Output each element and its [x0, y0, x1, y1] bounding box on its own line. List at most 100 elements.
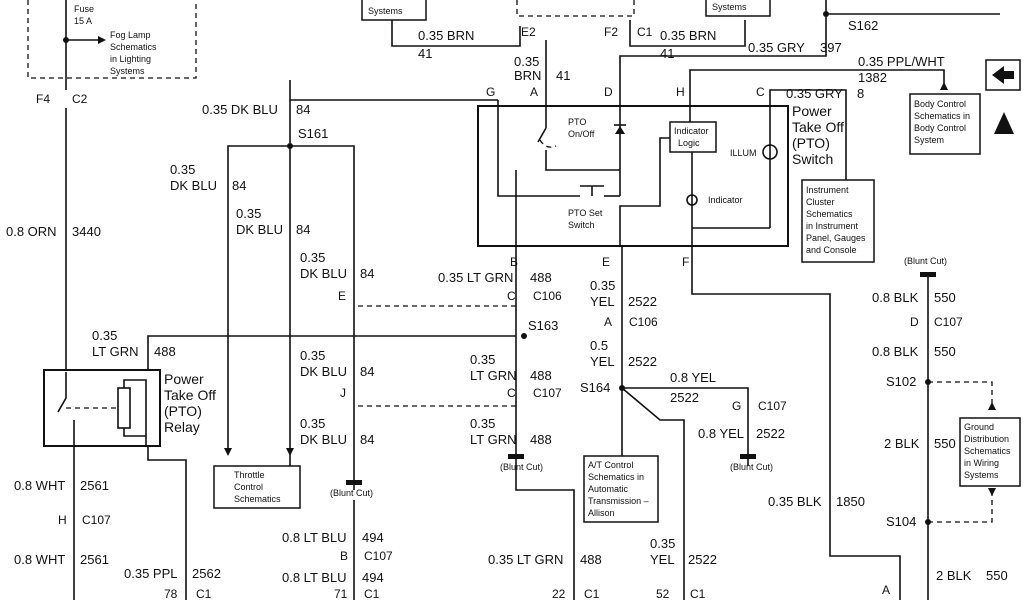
svg-text:Instrument: Instrument	[806, 185, 849, 195]
pto-switch: Power Take Off (PTO) Switch G A D H C PT…	[477, 85, 844, 269]
svg-text:488: 488	[154, 344, 176, 359]
fog-ref-3: in Lighting	[110, 54, 151, 64]
systems-ref: Systems	[712, 2, 747, 12]
blk-network: 0.35 BLK 1850 A (Blunt Cut) 0.8 BLK 550 …	[691, 246, 1008, 600]
ipc-ref-box: Instrument Cluster Schematics in Instrum…	[801, 179, 875, 263]
svg-text:Automatic: Automatic	[588, 484, 629, 494]
svg-text:Power: Power	[792, 103, 832, 119]
svg-text:2562: 2562	[192, 566, 221, 581]
svg-text:84: 84	[232, 178, 246, 193]
svg-text:A: A	[882, 583, 890, 597]
svg-text:0.35: 0.35	[300, 348, 325, 363]
svg-text:C: C	[507, 289, 516, 303]
arrow-left-icon-shape	[992, 66, 1014, 84]
wire-brn-2: 0.35 BRN	[660, 28, 716, 43]
svg-text:(Blunt Cut): (Blunt Cut)	[500, 462, 543, 472]
svg-text:C: C	[756, 85, 765, 99]
svg-text:DK BLU: DK BLU	[300, 364, 347, 379]
splice-s162: S162	[848, 18, 878, 33]
svg-text:J: J	[340, 386, 346, 400]
svg-text:Indicator: Indicator	[708, 195, 743, 205]
svg-text:(PTO): (PTO)	[792, 135, 830, 151]
fuse-block: Fuse 15 A Fog Lamp Schematics in Lightin…	[6, 0, 197, 372]
svg-text:(Blunt Cut): (Blunt Cut)	[730, 462, 773, 472]
svg-text:Schematics in: Schematics in	[914, 111, 970, 121]
svg-text:C107: C107	[758, 399, 787, 413]
svg-text:PTO Set: PTO Set	[568, 208, 603, 218]
svg-text:(PTO): (PTO)	[164, 403, 202, 419]
svg-text:S164: S164	[580, 380, 610, 395]
at-ref-box: A/T Control Schematics in Automatic Tran…	[583, 455, 659, 523]
svg-text:0.8 BLK: 0.8 BLK	[872, 290, 919, 305]
svg-text:C106: C106	[629, 315, 658, 329]
svg-text:2522: 2522	[756, 426, 785, 441]
wire-orn: 0.8 ORN	[6, 224, 57, 239]
svg-text:DK BLU: DK BLU	[236, 222, 283, 237]
svg-text:2522: 2522	[670, 390, 699, 405]
conn-c1-top: C1	[637, 25, 653, 39]
svg-text:Schematics: Schematics	[964, 446, 1011, 456]
svg-text:B: B	[510, 255, 518, 269]
ground-symbol-icon	[994, 112, 1014, 134]
svg-text:C1: C1	[584, 587, 600, 600]
svg-text:0.8 YEL: 0.8 YEL	[698, 426, 744, 441]
conn-c2: C2	[72, 92, 88, 106]
circuit-41-b: 41	[660, 46, 674, 61]
svg-text:550: 550	[934, 344, 956, 359]
svg-text:488: 488	[530, 270, 552, 285]
svg-text:2522: 2522	[628, 294, 657, 309]
svg-text:2522: 2522	[688, 552, 717, 567]
svg-text:488: 488	[580, 552, 602, 567]
svg-text:C107: C107	[364, 549, 393, 563]
svg-text:0.8 WHT: 0.8 WHT	[14, 552, 65, 567]
wire-brn-1: 0.35 BRN	[418, 28, 474, 43]
svg-text:in Wiring: in Wiring	[964, 458, 999, 468]
svg-text:0.35: 0.35	[236, 206, 261, 221]
svg-text:G: G	[732, 399, 741, 413]
conn-f4: F4	[36, 92, 50, 106]
svg-text:0.35: 0.35	[590, 278, 615, 293]
svg-text:Systems: Systems	[964, 470, 999, 480]
svg-text:494: 494	[362, 530, 384, 545]
svg-text:550: 550	[934, 436, 956, 451]
svg-text:Distribution: Distribution	[964, 434, 1009, 444]
svg-text:84: 84	[360, 432, 374, 447]
svg-text:H: H	[676, 85, 685, 99]
svg-text:YEL: YEL	[650, 552, 675, 567]
svg-text:Schematics: Schematics	[806, 209, 853, 219]
svg-text:G: G	[486, 85, 495, 99]
svg-text:0.8 BLK: 0.8 BLK	[872, 344, 919, 359]
svg-text:Relay: Relay	[164, 419, 200, 435]
circuit-3440: 3440	[72, 224, 101, 239]
svg-text:71: 71	[334, 587, 348, 600]
svg-text:Control: Control	[234, 482, 263, 492]
svg-text:488: 488	[530, 368, 552, 383]
svg-text:84: 84	[296, 102, 310, 117]
svg-text:in Instrument: in Instrument	[806, 221, 859, 231]
svg-text:LT GRN: LT GRN	[470, 368, 516, 383]
svg-text:0.8 LT BLU: 0.8 LT BLU	[282, 570, 347, 585]
svg-text:84: 84	[296, 222, 310, 237]
conn-e2: E2	[521, 25, 536, 39]
circuit-41-a: 41	[418, 46, 432, 61]
svg-text:Transmission –: Transmission –	[588, 496, 649, 506]
svg-text:A: A	[530, 85, 538, 99]
svg-text:Switch: Switch	[792, 151, 833, 167]
svg-text:0.35: 0.35	[300, 416, 325, 431]
svg-text:Power: Power	[164, 371, 204, 387]
svg-text:0.8 LT BLU: 0.8 LT BLU	[282, 530, 347, 545]
svg-text:LT GRN: LT GRN	[470, 432, 516, 447]
svg-text:0.35: 0.35	[470, 352, 495, 367]
svg-text:78: 78	[164, 587, 178, 600]
svg-text:0.8 WHT: 0.8 WHT	[14, 478, 65, 493]
svg-text:C107: C107	[934, 315, 963, 329]
top-refs: Systems Systems 0.35 BRN 41 E2 F2 C1 0.3…	[361, 0, 1000, 180]
svg-text:2561: 2561	[80, 552, 109, 567]
svg-text:PTO: PTO	[568, 117, 586, 127]
svg-text:0.35 LT GRN: 0.35 LT GRN	[488, 552, 563, 567]
circuit-8: 8	[857, 86, 864, 101]
svg-text:F: F	[682, 255, 689, 269]
svg-text:Cluster: Cluster	[806, 197, 835, 207]
svg-text:C1: C1	[364, 587, 380, 600]
